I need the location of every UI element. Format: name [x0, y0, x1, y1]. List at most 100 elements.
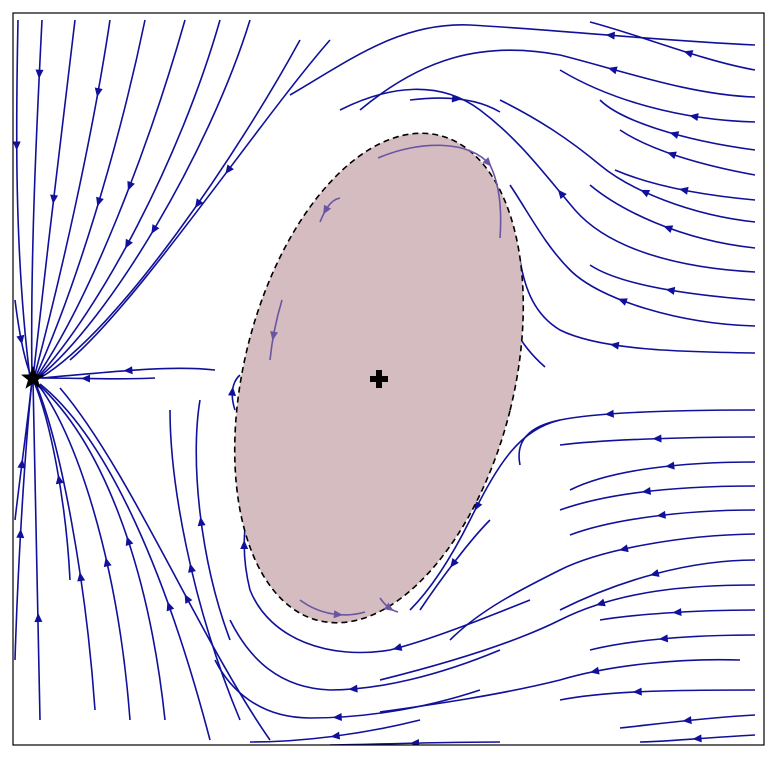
streamline-arrow — [392, 643, 403, 651]
streamline — [33, 19, 111, 379]
streamline-arrow — [35, 69, 44, 79]
streamline — [409, 419, 561, 611]
streamline-arrow — [228, 386, 236, 396]
streamline-arrow — [451, 94, 462, 103]
streamline — [34, 19, 146, 379]
plot-frame — [12, 12, 765, 746]
streamline-arrow — [619, 544, 629, 553]
streamline — [59, 387, 271, 741]
streamline — [15, 19, 31, 379]
streamline-arrow — [34, 613, 43, 623]
streamline — [30, 19, 43, 379]
streamline-arrow — [667, 151, 677, 160]
streamline — [37, 383, 166, 721]
streamline — [409, 97, 501, 113]
streamline-arrow — [77, 572, 86, 582]
streamline — [41, 367, 216, 379]
streamline-arrow — [17, 459, 26, 469]
streamline — [619, 129, 756, 176]
streamline — [339, 88, 756, 273]
inner-streamline-arrow — [482, 157, 492, 167]
streamline — [559, 69, 756, 123]
streamline-arrow — [678, 186, 689, 195]
inner-streamlines-group — [269, 144, 502, 619]
streamline — [614, 169, 756, 201]
streamline-arrow — [617, 298, 628, 306]
streamline-arrow — [656, 510, 666, 519]
streamline-arrow — [348, 684, 358, 693]
streamline — [214, 659, 481, 719]
streamline — [559, 485, 756, 511]
inner-streamline-arrow — [270, 331, 279, 341]
streamline — [379, 584, 756, 681]
streamline — [249, 719, 421, 743]
streamline-arrow — [16, 334, 25, 345]
streamline-arrow — [669, 131, 680, 139]
streamline-arrow — [641, 486, 652, 495]
streamline — [33, 381, 71, 581]
streamline — [589, 184, 756, 249]
streamline — [289, 24, 756, 96]
streamline-arrow — [55, 474, 64, 485]
streamline — [379, 658, 741, 713]
streamline-arrow — [50, 194, 59, 204]
streamline — [39, 383, 211, 741]
streamline-arrow — [595, 598, 606, 607]
streamline-arrow — [225, 164, 234, 174]
streamline — [39, 377, 156, 380]
streamline — [559, 436, 756, 446]
inner-streamline-arrow — [323, 204, 332, 215]
streamline — [14, 379, 33, 661]
plus-icon — [370, 370, 388, 388]
streamline — [589, 634, 756, 651]
star-icon — [21, 366, 45, 389]
streamline-arrow — [672, 608, 682, 617]
streamline-arrow — [194, 198, 204, 208]
streamline — [519, 259, 756, 354]
inner-streamline — [299, 599, 366, 616]
streamline-arrow — [123, 366, 133, 375]
streamline — [32, 379, 41, 721]
streamline-arrow — [663, 225, 674, 233]
streamline-arrow — [689, 113, 699, 121]
streamline-arrow — [166, 601, 175, 612]
streamline — [499, 99, 756, 223]
streamline-arrow — [125, 238, 133, 249]
streamline-arrow — [607, 66, 618, 75]
streamline — [36, 19, 221, 379]
streamline-arrow — [682, 716, 692, 725]
streamline-arrow — [589, 666, 600, 675]
streamline-arrow — [474, 500, 483, 511]
streamline-arrow — [96, 196, 104, 207]
inner-streamline-arrow — [333, 610, 343, 619]
streamline-arrow — [240, 540, 249, 549]
streamline-arrow — [665, 461, 675, 470]
streamline — [229, 619, 501, 691]
streamline — [449, 533, 756, 641]
streamline — [195, 399, 231, 641]
streamline — [599, 609, 756, 621]
streamline — [34, 381, 96, 711]
streamline-arrow — [184, 594, 193, 604]
streamline — [589, 21, 756, 71]
streamline-arrow — [692, 734, 702, 743]
streamline-arrow — [632, 687, 642, 696]
streamline-arrow — [683, 50, 694, 58]
streamline-arrow — [665, 286, 676, 295]
streamline-arrow — [332, 712, 342, 721]
streamline — [359, 49, 756, 111]
streamline-arrow — [450, 557, 459, 568]
streamline — [589, 264, 756, 301]
streamline-arrow — [605, 31, 616, 40]
streamline-arrow — [103, 557, 112, 568]
streamline-arrow — [13, 141, 21, 151]
streamlines-group — [13, 19, 756, 745]
streamline-arrow — [649, 569, 660, 577]
inner-streamline-arrow — [383, 602, 394, 611]
streamline — [619, 714, 756, 729]
streamline-arrow — [188, 563, 196, 573]
streamline-arrow — [640, 189, 651, 198]
streamline-arrow — [609, 341, 620, 350]
streamline-arrow — [410, 739, 420, 745]
